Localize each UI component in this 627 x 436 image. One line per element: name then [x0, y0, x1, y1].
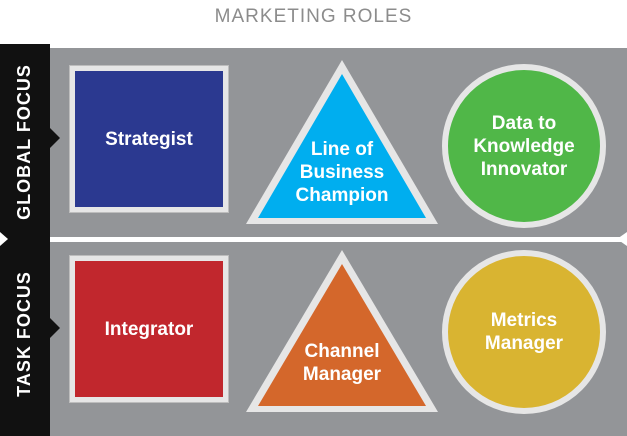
metrics-manager-line1: Metrics: [490, 310, 558, 331]
metrics-manager-line2: Manager: [484, 333, 564, 354]
data-to-knowledge-circle: Data to Knowledge Innovator: [442, 64, 606, 228]
triangle-shape: [246, 250, 438, 412]
line-of-business-text: Line of Business Champion: [244, 138, 440, 207]
global-row-arrow: [50, 128, 60, 148]
data-to-knowledge-line3: Innovator: [480, 158, 568, 180]
data-to-knowledge-line1: Data to: [491, 112, 557, 134]
task-focus-label: TASK FOCUS: [14, 271, 34, 397]
strategist-square: Strategist: [70, 66, 228, 212]
metrics-manager-circle: Metrics Manager: [442, 250, 606, 414]
line-of-business-triangle: Line of Business Champion: [244, 58, 440, 226]
line-of-business-line3: Champion: [295, 185, 389, 206]
line-of-business-line1: Line of: [310, 139, 374, 160]
triangle-shape: [246, 60, 438, 224]
strategist-label: Strategist: [105, 128, 193, 150]
row-label-bar: [0, 44, 50, 436]
line-of-business-line2: Business: [299, 162, 385, 183]
task-row-arrow: [50, 318, 60, 338]
global-focus-label: GLOBAL FOCUS: [14, 64, 34, 220]
left-divider-notch: [0, 232, 8, 246]
channel-manager-line1: Channel: [304, 341, 380, 362]
integrator-label: Integrator: [104, 318, 194, 340]
data-to-knowledge-text: Data to Knowledge Innovator: [473, 112, 574, 181]
row-divider: [50, 237, 627, 242]
data-to-knowledge-line2: Knowledge: [473, 135, 575, 157]
channel-manager-triangle: Channel Manager: [244, 248, 440, 414]
channel-manager-text: Channel Manager: [244, 340, 440, 386]
integrator-square: Integrator: [70, 256, 228, 402]
channel-manager-line2: Manager: [302, 364, 382, 385]
diagram-title: MARKETING ROLES: [214, 6, 413, 27]
metrics-manager-text: Metrics Manager: [485, 309, 563, 355]
